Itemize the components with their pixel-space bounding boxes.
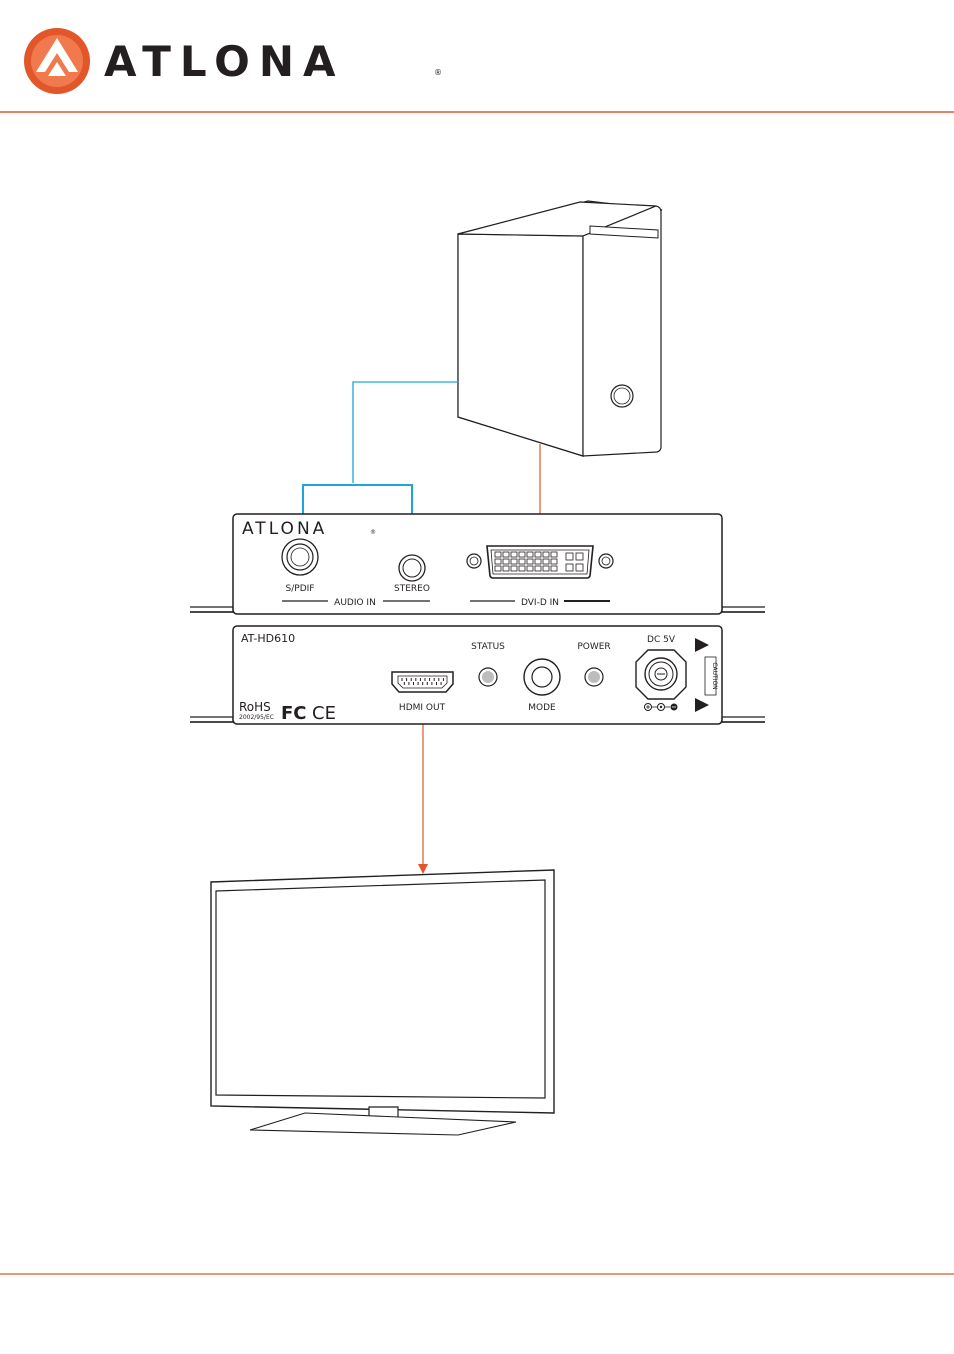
dvi-pin <box>534 565 542 572</box>
fcc-mark: FC <box>281 703 307 724</box>
panel-brand: ATLONA <box>242 519 327 539</box>
rohs-label: RoHS <box>239 700 271 714</box>
tv-monitor-icon <box>210 869 555 1136</box>
power-label: POWER <box>577 642 610 652</box>
audio-in-label: AUDIO IN <box>334 598 376 608</box>
ce-mark: CE <box>312 703 336 724</box>
dvi-analog-pin <box>565 563 574 572</box>
caution-label: CAUTION <box>711 662 718 689</box>
dvi-pin <box>534 551 542 558</box>
dvi-pin <box>510 551 518 558</box>
dvi-pin <box>502 558 510 565</box>
dvi-pin <box>550 565 558 572</box>
dvi-pin <box>526 565 534 572</box>
dvi-pin <box>494 565 502 572</box>
dvi-pin <box>550 551 558 558</box>
spdif-label: S/PDIF <box>286 584 315 594</box>
model-label: AT-HD610 <box>241 632 295 645</box>
mode-label: MODE <box>528 703 556 713</box>
dc-jack-icon <box>635 649 687 700</box>
brand-wordmark: ATLONA <box>104 37 345 86</box>
dvi-pin <box>542 558 550 565</box>
computer-tower-icon <box>457 200 663 457</box>
dvi-pin <box>542 565 550 572</box>
dvi-analog-pin <box>565 552 574 561</box>
status-label: STATUS <box>471 642 505 652</box>
dvi-pin <box>542 551 550 558</box>
dvi-pins <box>494 551 584 572</box>
output-panel <box>190 625 765 725</box>
warning-triangle-icon <box>695 638 709 712</box>
dvi-pin <box>510 565 518 572</box>
hdmi-out-label: HDMI OUT <box>399 703 446 713</box>
rohs-directive: 2002/95/EC <box>239 714 274 721</box>
stereo-label: STEREO <box>394 584 430 594</box>
dvi-analog-pin <box>575 563 584 572</box>
atlona-logo-icon <box>24 28 90 94</box>
dvi-pin <box>510 558 518 565</box>
dvi-analog-pin <box>575 552 584 561</box>
caution-box: CAUTION <box>704 656 718 696</box>
dvi-pin <box>550 558 558 565</box>
dvi-pin <box>494 551 502 558</box>
mode-button[interactable] <box>523 658 561 696</box>
spdif-jack <box>281 538 319 576</box>
dvi-pin <box>502 565 510 572</box>
dvi-pin <box>526 558 534 565</box>
dvi-connector-icon <box>466 545 614 579</box>
stereo-jack <box>398 554 426 582</box>
dvi-pin <box>494 558 502 565</box>
panel-registered-mark: ® <box>370 529 376 536</box>
dvi-pin <box>534 558 542 565</box>
dvi-pin <box>526 551 534 558</box>
hdmi-pins <box>401 678 444 685</box>
status-led <box>478 667 498 687</box>
registered-mark: ® <box>434 68 442 77</box>
dvi-in-label: DVI-D IN <box>521 598 559 608</box>
hdmi-connector-icon <box>391 671 454 693</box>
dvi-pin <box>518 558 526 565</box>
polarity-icon <box>644 703 678 711</box>
dvi-pin <box>518 565 526 572</box>
dc-5v-label: DC 5V <box>647 635 676 645</box>
dvi-pin <box>518 551 526 558</box>
dvi-pin <box>502 551 510 558</box>
power-led <box>584 667 604 687</box>
